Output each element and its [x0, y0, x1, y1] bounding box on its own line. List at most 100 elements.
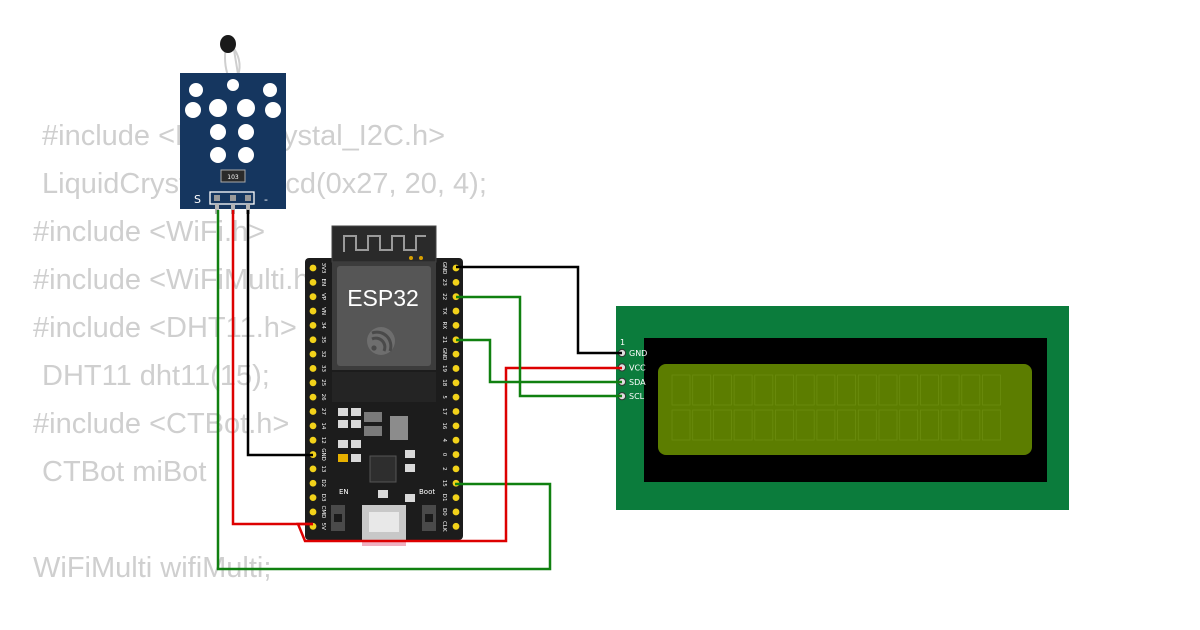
lcd-pin-label: VCC: [629, 363, 646, 372]
esp32-pin-label: 0: [441, 453, 447, 457]
esp32-pin-label: 32: [320, 351, 326, 358]
esp32-pin[interactable]: [309, 293, 317, 301]
esp32-pin[interactable]: [309, 436, 317, 444]
esp32-pin-label: 12: [320, 437, 326, 444]
esp32-pin[interactable]: [309, 365, 317, 372]
lcd-pin-label: SDA: [629, 378, 646, 387]
wire-lcd-sda[interactable]: [456, 338, 622, 384]
wire-lcd-vcc[interactable]: [296, 366, 622, 543]
en-label: EN: [339, 488, 349, 496]
code-line: #include <WiFiMulti.h>: [33, 264, 327, 296]
code-line: #include <WiFi.h>: [33, 216, 266, 248]
esp32-pin[interactable]: [452, 422, 460, 430]
esp32-pin-label: D3: [320, 494, 326, 502]
esp32-pin-label: 18: [441, 379, 447, 386]
esp32-pin-label: 3V3: [320, 263, 326, 274]
esp32-pin[interactable]: [309, 408, 317, 415]
esp32-pin[interactable]: [452, 365, 460, 372]
esp32-pin-label: TX: [441, 306, 447, 314]
esp32-pin-label: 4: [441, 438, 447, 442]
esp32-pin[interactable]: [309, 465, 317, 473]
esp32-pin[interactable]: [309, 350, 317, 358]
esp32-pin-label: 33: [320, 365, 326, 372]
sensor-minus-label: -: [264, 193, 268, 206]
esp32-pin-label: 15: [441, 480, 447, 487]
lcd-display[interactable]: 1 GND VCC SDA SCL: [616, 306, 1069, 510]
esp32-pin[interactable]: [309, 278, 317, 286]
esp32-pin[interactable]: [309, 322, 317, 329]
esp32-pin-label: EN: [320, 279, 326, 287]
esp32-pin[interactable]: [452, 508, 460, 516]
esp32-pin[interactable]: [309, 508, 317, 516]
wire-lcd-scl[interactable]: [456, 295, 622, 398]
esp32-pin-label: 2: [441, 467, 447, 471]
esp32-pin[interactable]: [452, 350, 460, 358]
esp32-left-header: 3V3ENVPVN343532332526271412GND13D2D3CMD5…: [309, 263, 326, 530]
esp32-pin[interactable]: [309, 264, 317, 272]
esp32-pin-label: GND: [320, 448, 326, 461]
thermistor-bead-icon: [220, 35, 236, 53]
esp32-pin[interactable]: [452, 522, 460, 530]
esp32-pin[interactable]: [309, 336, 317, 344]
esp32-shield: [337, 266, 431, 366]
boot-label: Boot: [419, 488, 435, 496]
wire-lcd-gnd[interactable]: [456, 265, 622, 355]
esp32-pin-label: 13: [320, 465, 326, 472]
esp32-pin[interactable]: [452, 451, 460, 458]
esp32-label: ESP32: [347, 285, 419, 311]
esp32-pin[interactable]: [452, 307, 460, 315]
sensor-resistor: [220, 169, 246, 183]
esp32-pin-label: RX: [441, 322, 447, 330]
esp32-pin[interactable]: [452, 393, 460, 401]
lcd-pin-label: GND: [629, 349, 647, 358]
esp32-pin-label: 23: [441, 279, 447, 286]
esp32-pin[interactable]: [452, 465, 460, 473]
espressif-logo-icon: [367, 327, 395, 355]
esp32-pin-label: VN: [320, 307, 326, 315]
esp32-pin[interactable]: [309, 379, 317, 387]
wire-sensor-gnd[interactable]: [246, 210, 313, 457]
esp32-pin-label: 16: [441, 422, 447, 429]
usb-uart-chip: [369, 455, 397, 483]
esp32-pin-label: 17: [441, 408, 447, 415]
esp32-pin-label: 19: [441, 365, 447, 372]
esp32-pin-label: CLK: [441, 521, 447, 532]
lcd-pin-label: SCL: [629, 392, 645, 401]
esp32-pin-label: 22: [441, 293, 447, 300]
esp32-pin-label: 21: [441, 336, 447, 343]
esp32-pin[interactable]: [452, 322, 460, 329]
esp32-pin[interactable]: [309, 494, 317, 501]
esp32-pin[interactable]: [452, 379, 460, 387]
esp32-pin-label: D0: [441, 508, 447, 516]
esp32-pin[interactable]: [309, 307, 317, 315]
code-line: CTBot miBot: [42, 456, 207, 488]
lcd-character-grid: [671, 374, 1001, 441]
esp32-pin[interactable]: [309, 422, 317, 430]
voltage-regulator: [390, 416, 408, 440]
esp32-pin-label: D1: [441, 494, 447, 502]
wire-sensor-vcc[interactable]: [231, 210, 313, 526]
esp32-pin[interactable]: [452, 408, 460, 415]
esp32-pin-label: CMD: [320, 506, 326, 519]
esp32-pin-label: 26: [320, 394, 326, 401]
esp32-pin-label: 27: [320, 408, 326, 415]
esp32-pin-label: 14: [320, 422, 326, 429]
esp32-pin[interactable]: [309, 479, 317, 487]
esp32-pin[interactable]: [452, 494, 460, 501]
esp32-pin-label: GND: [441, 348, 447, 361]
antenna-trace: [343, 235, 426, 252]
esp32-pin-label: D2: [320, 479, 326, 487]
esp32-pin-label: 25: [320, 379, 326, 386]
lcd-pin1-label: 1: [620, 338, 625, 347]
esp32-pin[interactable]: [452, 278, 460, 286]
esp32-pin-label: 5V: [320, 523, 326, 530]
temperature-sensor-module[interactable]: 103 S -: [180, 35, 286, 214]
wire-sensor-signal[interactable]: [216, 210, 552, 571]
esp32-pin[interactable]: [309, 393, 317, 401]
esp32-antenna: [331, 225, 437, 263]
esp32-pin[interactable]: [452, 436, 460, 444]
esp32-pin-label: 34: [320, 322, 326, 329]
